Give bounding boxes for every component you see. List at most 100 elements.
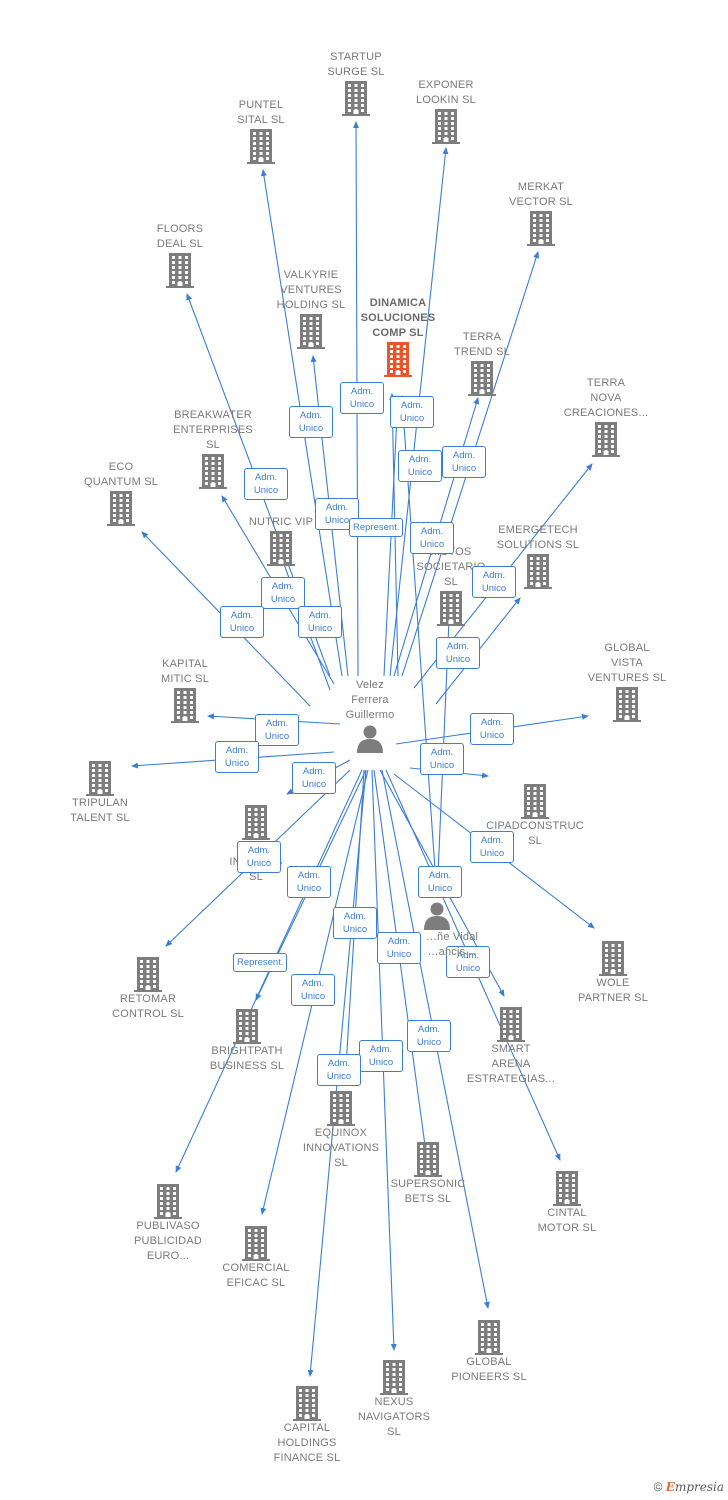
role-badge-adm-unico[interactable]: Adm. Unico xyxy=(315,498,359,530)
role-badge-adm-unico[interactable]: Adm. Unico xyxy=(407,1020,451,1052)
building-icon xyxy=(599,941,627,976)
role-badge-adm-unico[interactable]: Adm. Unico xyxy=(410,522,454,554)
company-label: EQUINOX INNOVATIONS SL xyxy=(302,1127,380,1169)
company-node-smart[interactable]: SMART ARENA ESTRATEGIAS... xyxy=(446,1006,576,1087)
company-node-comercial[interactable]: COMERCIAL EFICAC SL xyxy=(191,1225,321,1291)
company-node-retomar[interactable]: RETOMAR CONTROL SL xyxy=(83,956,213,1022)
company-node-capital[interactable]: CAPITAL HOLDINGS FINANCE SL xyxy=(242,1385,372,1466)
role-badge-adm-unico[interactable]: Adm. Unico xyxy=(215,741,259,773)
company-label: GLOBAL PIONEERS SL xyxy=(451,1356,527,1383)
company-node-emergetech[interactable]: EMERGETECH SOLUTIONS SL xyxy=(473,523,603,589)
building-icon xyxy=(134,957,162,992)
role-badge-adm-unico[interactable]: Adm. Unico xyxy=(442,446,486,478)
role-badge-adm-unico[interactable]: Adm. Unico xyxy=(420,743,464,775)
person-icon xyxy=(357,725,383,753)
company-label: PUNTEL SITAL SL xyxy=(237,99,285,126)
role-badge-adm-unico[interactable]: Adm. Unico xyxy=(470,831,514,863)
role-badge-represent[interactable]: Represent. xyxy=(349,518,404,537)
brand-logo[interactable]: Empresia xyxy=(665,1480,724,1494)
company-node-exponer[interactable]: EXPONER LOOKIN SL xyxy=(381,78,511,144)
role-badge-adm-unico[interactable]: Adm. Unico xyxy=(220,606,264,638)
company-node-terranova[interactable]: TERRA NOVA CREACIONES... xyxy=(541,376,671,457)
role-badge-adm-unico[interactable]: Adm. Unico xyxy=(446,946,490,978)
building-icon xyxy=(242,805,270,840)
role-badge-adm-unico[interactable]: Adm. Unico xyxy=(244,468,288,500)
role-badge-represent[interactable]: Represent. xyxy=(233,953,288,972)
company-node-startup[interactable]: STARTUP SURGE SL xyxy=(291,50,421,116)
company-node-nexus[interactable]: NEXUS NAVIGATORS SL xyxy=(329,1359,459,1440)
company-label: TERRA NOVA CREACIONES... xyxy=(563,377,649,419)
role-badge-adm-unico[interactable]: Adm. Unico xyxy=(289,406,333,438)
role-badge-adm-unico[interactable]: Adm. Unico xyxy=(237,841,281,873)
building-icon xyxy=(592,422,620,457)
company-node-cipad[interactable]: CIPADCONSTRUC SL xyxy=(470,783,600,849)
role-badge-adm-unico[interactable]: Adm. Unico xyxy=(292,762,336,794)
role-badge-adm-unico[interactable]: Adm. Unico xyxy=(255,714,299,746)
company-node-kapital[interactable]: KAPITAL MITIC SL xyxy=(120,657,250,723)
role-badge-adm-unico[interactable]: Adm. Unico xyxy=(398,450,442,482)
company-node-valkyrie[interactable]: VALKYRIE VENTURES HOLDING SL xyxy=(246,268,376,349)
role-badge-adm-unico[interactable]: Adm. Unico xyxy=(390,396,434,428)
company-node-eco[interactable]: ECO QUANTUM SL xyxy=(56,460,186,526)
building-icon xyxy=(432,109,460,144)
role-badge-adm-unico[interactable]: Adm. Unico xyxy=(287,866,331,898)
role-badge-adm-unico[interactable]: Adm. Unico xyxy=(418,866,462,898)
company-label: MERKAT VECTOR SL xyxy=(509,181,573,208)
company-node-globalpioneers[interactable]: GLOBAL PIONEERS SL xyxy=(424,1319,554,1385)
footer-credit: © Empresia xyxy=(654,1480,724,1494)
company-node-focus[interactable]: DINAMICA SOLUCIONES COMP SL xyxy=(333,296,463,377)
building-icon xyxy=(553,1171,581,1206)
person-node-main[interactable]: Velez Ferrera Guillermo xyxy=(305,678,435,753)
company-node-puntel[interactable]: PUNTEL SITAL SL xyxy=(196,98,326,164)
company-node-equinox[interactable]: EQUINOX INNOVATIONS SL xyxy=(276,1090,406,1171)
company-label: WOLE PARTNER SL xyxy=(577,977,649,1004)
role-badge-adm-unico[interactable]: Adm. Unico xyxy=(261,577,305,609)
building-icon xyxy=(524,554,552,589)
person-node-secondary[interactable]: …ñe Vidal …ancis… xyxy=(372,900,502,960)
company-label: EMERGETECH SOLUTIONS SL xyxy=(496,524,580,551)
company-node-ctos[interactable]: ...CTOS SOCIETARIO SL xyxy=(386,545,516,626)
company-node-terratrend[interactable]: TERRA TREND SL xyxy=(417,330,547,396)
company-node-cintal[interactable]: CINTAL MOTOR SL xyxy=(502,1170,632,1236)
role-badge-adm-unico[interactable]: Adm. Unico xyxy=(359,1040,403,1072)
company-node-supersonic[interactable]: SUPERSONIC BETS SL xyxy=(363,1141,493,1207)
company-label: EXPONER LOOKIN SL xyxy=(416,79,476,106)
company-node-breakwater[interactable]: BREAKWATER ENTERPRISES SL xyxy=(148,408,278,489)
company-label: STARTUP SURGE SL xyxy=(327,51,385,78)
role-badge-adm-unico[interactable]: Adm. Unico xyxy=(472,566,516,598)
role-badge-adm-unico[interactable]: Adm. Unico xyxy=(470,713,514,745)
role-badge-adm-unico[interactable]: Adm. Unico xyxy=(298,606,342,638)
company-label: PUBLIVASO PUBLICIDAD EURO... xyxy=(133,1220,203,1262)
role-badge-adm-unico[interactable]: Adm. Unico xyxy=(317,1054,361,1086)
company-label: GLOBAL VISTA VENTURES SL xyxy=(587,642,667,684)
building-icon xyxy=(166,253,194,288)
role-badge-adm-unico[interactable]: Adm. Unico xyxy=(340,382,384,414)
company-node-globalvista[interactable]: GLOBAL VISTA VENTURES SL xyxy=(562,641,692,722)
building-icon xyxy=(107,491,135,526)
company-node-publivaso[interactable]: PUBLIVASO PUBLICIDAD EURO... xyxy=(103,1183,233,1264)
role-badge-adm-unico[interactable]: Adm. Unico xyxy=(436,637,480,669)
building-icon xyxy=(297,314,325,349)
role-badge-adm-unico[interactable]: Adm. Unico xyxy=(291,974,335,1006)
company-label: BRIGHTPATH BUSINESS SL xyxy=(209,1045,285,1072)
copyright-icon: © xyxy=(653,1480,663,1494)
building-icon xyxy=(613,687,641,722)
company-node-merkat[interactable]: MERKAT VECTOR SL xyxy=(476,180,606,246)
company-label: VALKYRIE VENTURES HOLDING SL xyxy=(276,269,346,311)
company-node-floors[interactable]: FLOORS DEAL SL xyxy=(115,222,245,288)
building-icon xyxy=(233,1009,261,1044)
role-badge-adm-unico[interactable]: Adm. Unico xyxy=(333,907,377,939)
company-label: ECO QUANTUM SL xyxy=(83,461,159,488)
company-label: SUPERSONIC BETS SL xyxy=(390,1178,466,1205)
building-icon xyxy=(475,1320,503,1355)
building-icon xyxy=(527,211,555,246)
company-node-brightpath[interactable]: BRIGHTPATH BUSINESS SL xyxy=(182,1008,312,1074)
company-label: KAPITAL MITIC SL xyxy=(160,658,210,685)
role-badge-adm-unico[interactable]: Adm. Unico xyxy=(377,932,421,964)
company-node-tripulan[interactable]: TRIPULAN TALENT SL xyxy=(35,760,165,826)
company-node-wole[interactable]: WOLE PARTNER SL xyxy=(548,940,678,1006)
building-icon xyxy=(468,361,496,396)
focus-company-label: DINAMICA SOLUCIONES COMP SL xyxy=(360,297,436,339)
company-node-nutric[interactable]: NUTRIC VIP xyxy=(216,515,346,566)
